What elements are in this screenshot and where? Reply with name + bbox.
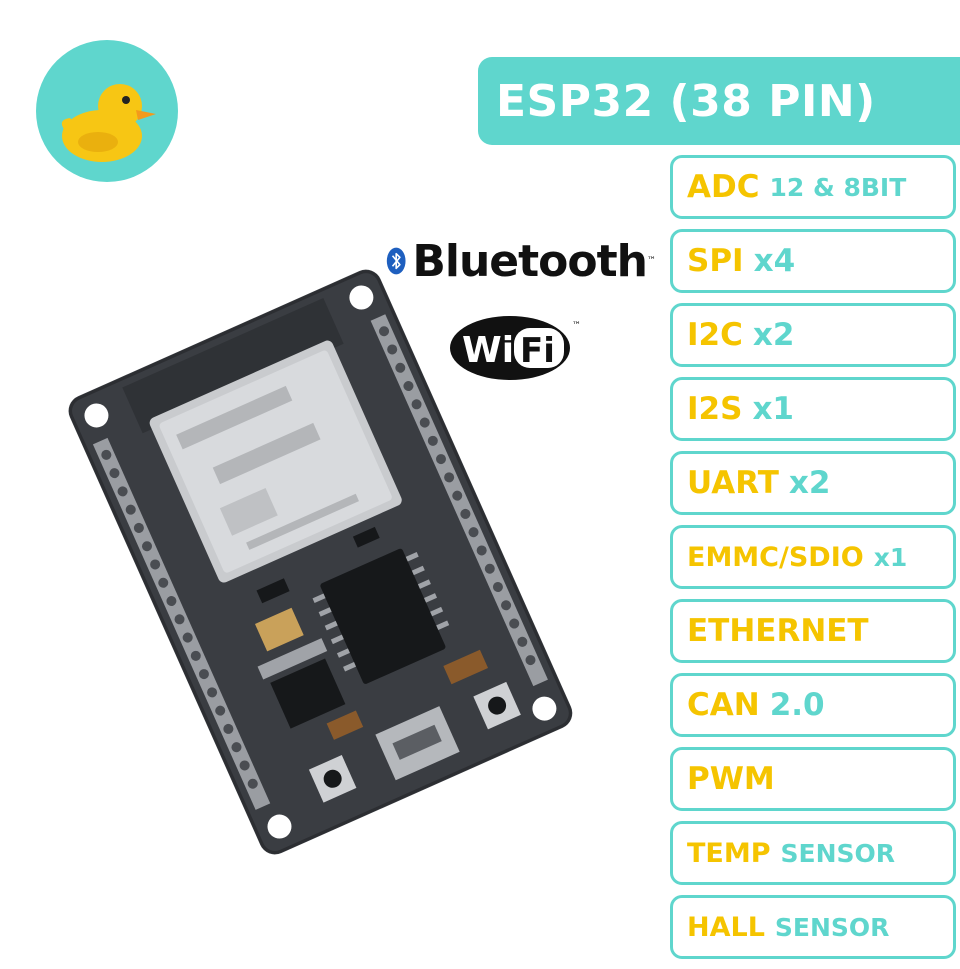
feature-label: EMMC/SDIO — [687, 541, 864, 573]
feature-can: CAN 2.0 — [670, 673, 956, 737]
feature-detail: SENSOR — [780, 838, 896, 868]
wifi-logo: Wi Fi ™ — [450, 316, 581, 380]
bluetooth-icon — [386, 247, 406, 275]
feature-label: TEMP — [687, 837, 771, 869]
feature-label: ADC — [687, 169, 760, 205]
bluetooth-trademark: ™ — [647, 256, 656, 266]
feature-detail: x2 — [788, 465, 831, 501]
feature-label: I2C — [687, 317, 743, 353]
wifi-right-text: Fi — [520, 331, 555, 371]
feature-adc: ADC 12 & 8BIT — [670, 155, 956, 219]
feature-label: HALL — [687, 911, 765, 943]
feature-pwm: PWM — [670, 747, 956, 811]
esp32-board-image — [68, 269, 573, 855]
feature-label: PWM — [687, 761, 775, 797]
feature-label: I2S — [687, 391, 743, 427]
feature-label: CAN — [687, 687, 760, 723]
rubber-duck-icon — [61, 84, 156, 162]
feature-label: UART — [687, 465, 779, 501]
bluetooth-wordmark: Bluetooth — [412, 235, 648, 287]
feature-detail: SENSOR — [774, 912, 890, 942]
wifi-left-text: Wi — [462, 330, 514, 371]
feature-uart: UART x2 — [670, 451, 956, 515]
feature-spi: SPI x4 — [670, 229, 956, 293]
feature-label: SPI — [687, 243, 744, 279]
feature-label: ETHERNET — [687, 613, 869, 649]
feature-hall-sensor: HALL SENSOR — [670, 895, 956, 959]
feature-list: ADC 12 & 8BIT SPI x4 I2C x2 I2S x1 UART … — [670, 155, 956, 969]
wifi-trademark: ™ — [572, 321, 581, 331]
feature-i2c: I2C x2 — [670, 303, 956, 367]
feature-detail: x2 — [752, 317, 795, 353]
feature-detail: x4 — [753, 243, 796, 279]
feature-temp-sensor: TEMP SENSOR — [670, 821, 956, 885]
feature-detail: x1 — [752, 391, 795, 427]
feature-ethernet: ETHERNET — [670, 599, 956, 663]
feature-detail: 12 & 8BIT — [769, 172, 907, 202]
feature-detail: 2.0 — [769, 687, 825, 723]
page-title: ESP32 (38 PIN) — [496, 75, 876, 127]
bluetooth-logo: Bluetooth ™ — [386, 226, 656, 296]
feature-emmc-sdio: EMMC/SDIO x1 — [670, 525, 956, 589]
brand-logo — [36, 40, 178, 182]
feature-detail: x1 — [873, 542, 908, 572]
feature-i2s: I2S x1 — [670, 377, 956, 441]
title-banner: ESP32 (38 PIN) — [478, 57, 960, 145]
